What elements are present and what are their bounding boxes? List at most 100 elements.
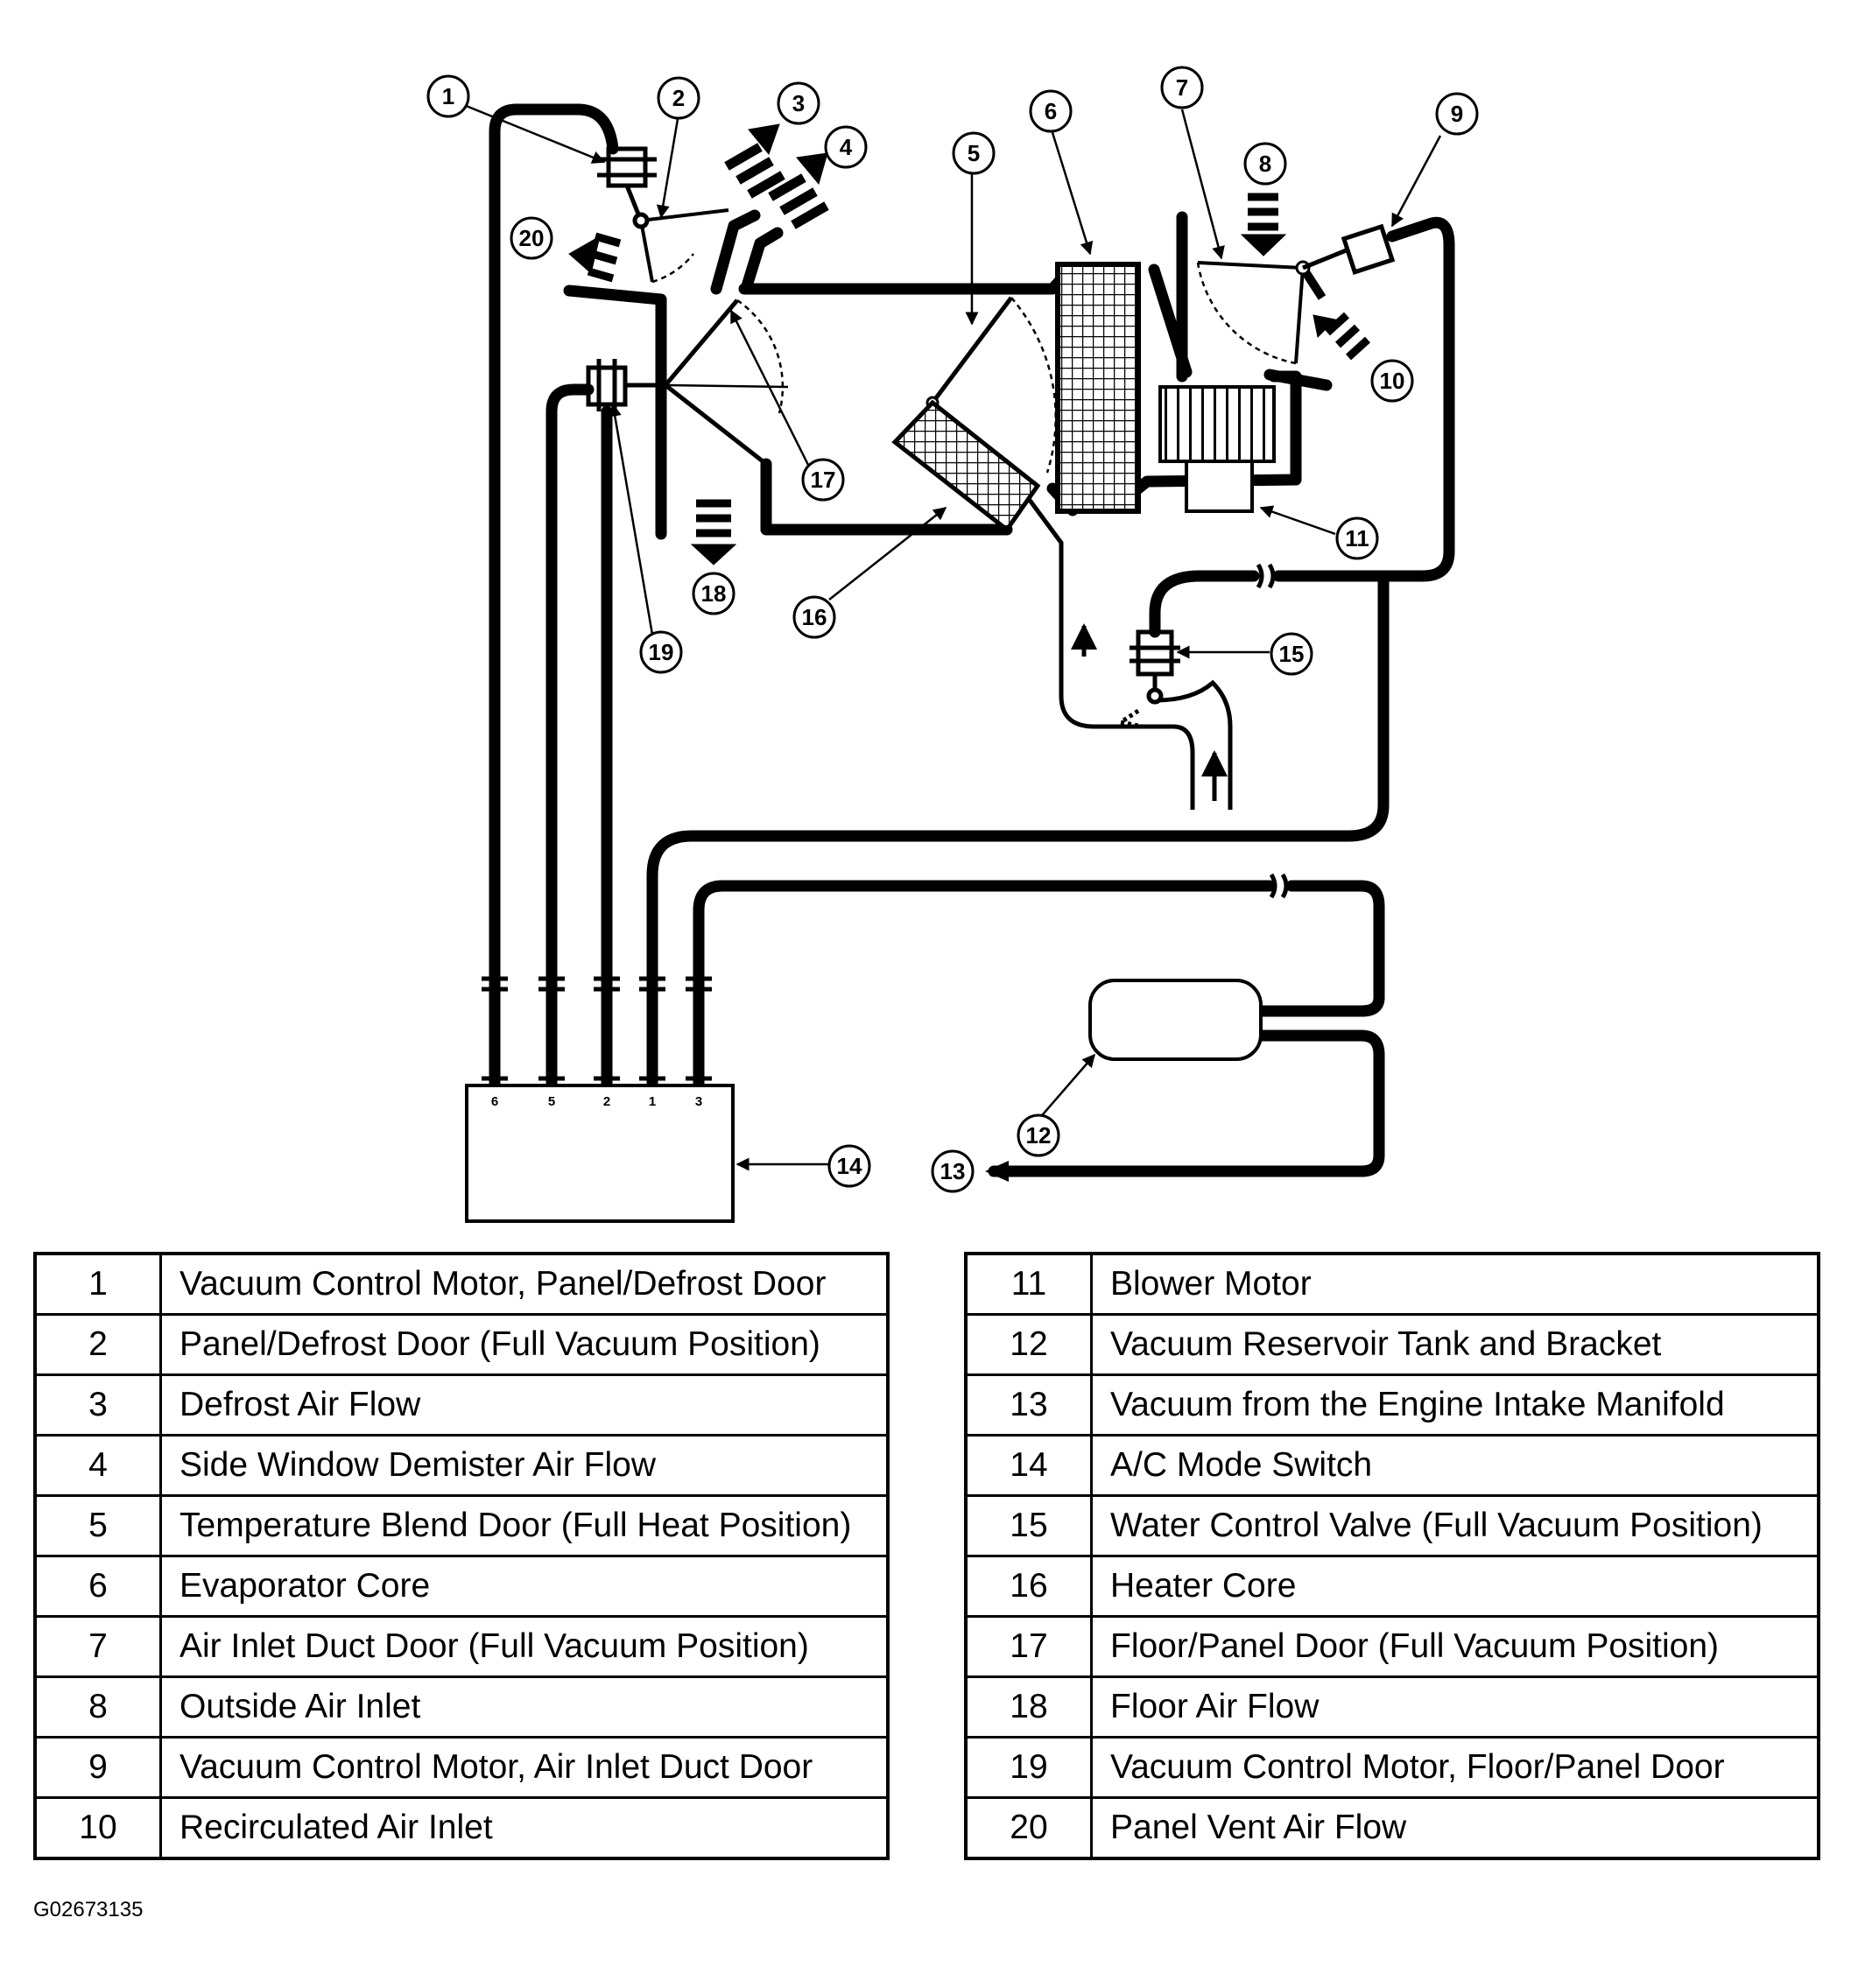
callout-12: 12: [1026, 1122, 1052, 1149]
legend-number: 11: [964, 1252, 1093, 1316]
legend-number: 1: [33, 1252, 162, 1316]
callout-10: 10: [1380, 368, 1405, 394]
legend-description: Vacuum Control Motor, Panel/Defrost Door: [159, 1252, 890, 1316]
legend-description: Temperature Blend Door (Full Heat Positi…: [159, 1494, 890, 1557]
legend-description: Heater Core: [1090, 1555, 1820, 1618]
leader-lines: [463, 103, 1442, 1171]
legend-number: 9: [33, 1736, 162, 1799]
floor-panel-door: [662, 299, 789, 466]
legend-description: Blower Motor: [1090, 1252, 1820, 1316]
vacuum-motor-floor-panel: [586, 359, 665, 411]
water-control-valve: [1026, 497, 1233, 810]
legend-description: Water Control Valve (Full Vacuum Positio…: [1090, 1494, 1820, 1557]
air-inlet-duct-door: [1196, 260, 1327, 365]
callout-circles: [426, 66, 1479, 1193]
figure-code: G02673135: [33, 1898, 144, 1921]
legend-number: 2: [33, 1313, 162, 1376]
legend-number: 13: [964, 1373, 1093, 1437]
callout-3: 3: [792, 90, 805, 116]
switch-port-label: 1: [649, 1094, 656, 1109]
evaporator-core: [1055, 262, 1141, 514]
callout-20: 20: [519, 225, 545, 251]
callout-8: 8: [1259, 151, 1271, 177]
callout-19: 19: [649, 639, 674, 665]
legend-description: Panel/Defrost Door (Full Vacuum Position…: [159, 1313, 890, 1376]
vacuum-system-diagram: 6 5 2 1 3: [426, 66, 1479, 1223]
legend-number: 4: [33, 1434, 162, 1497]
legend-number: 3: [33, 1373, 162, 1437]
vacuum-motor-air-inlet: [1302, 223, 1396, 275]
heater-core: [891, 399, 1041, 533]
air-flow-arrows: [568, 123, 1371, 565]
legend-number: 19: [964, 1736, 1093, 1799]
callout-4: 4: [840, 134, 853, 160]
callout-15: 15: [1279, 641, 1305, 667]
callout-9: 9: [1451, 101, 1463, 127]
legend-number: 6: [33, 1555, 162, 1618]
callout-2: 2: [672, 85, 685, 111]
legend-number: 8: [33, 1675, 162, 1739]
legend-number: 10: [33, 1796, 162, 1860]
callout-14: 14: [837, 1153, 862, 1179]
switch-port-label: 5: [548, 1094, 555, 1109]
callout-labels: 1 2 3 4 5 6 7 8 9 10 11 12 13 14 15 16 1…: [442, 74, 1463, 1184]
hose-connectors: [482, 563, 1289, 1081]
callout-7: 7: [1176, 74, 1188, 101]
vacuum-motor-panel-defrost: [597, 146, 657, 229]
legend-description: Vacuum Control Motor, Air Inlet Duct Doo…: [159, 1736, 890, 1799]
callout-6: 6: [1045, 98, 1057, 124]
legend-number: 20: [964, 1796, 1093, 1860]
panel-defrost-door: [639, 220, 654, 283]
legend-description: A/C Mode Switch: [1090, 1434, 1820, 1497]
blower-motor: [1158, 385, 1276, 513]
legend-description: Floor/Panel Door (Full Vacuum Position): [1090, 1615, 1820, 1678]
callout-13: 13: [940, 1158, 966, 1184]
switch-port-label: 6: [491, 1094, 498, 1109]
legend-number: 7: [33, 1615, 162, 1678]
switch-port-label: 3: [695, 1094, 702, 1109]
legend-number: 16: [964, 1555, 1093, 1618]
legend-description: Panel Vent Air Flow: [1090, 1796, 1820, 1860]
legend-description: Evaporator Core: [159, 1555, 890, 1618]
callout-18: 18: [701, 580, 727, 607]
legend-number: 5: [33, 1494, 162, 1557]
legend-number: 18: [964, 1675, 1093, 1739]
legend-description: Floor Air Flow: [1090, 1675, 1820, 1739]
callout-17: 17: [811, 467, 836, 493]
switch-port-label: 2: [603, 1094, 610, 1109]
legend-description: Vacuum from the Engine Intake Manifold: [1090, 1373, 1820, 1437]
legend-number: 14: [964, 1434, 1093, 1497]
legend-description: Vacuum Control Motor, Floor/Panel Door: [1090, 1736, 1820, 1799]
legend-description: Recirculated Air Inlet: [159, 1796, 890, 1860]
callout-1: 1: [442, 83, 454, 109]
legend-description: Outside Air Inlet: [159, 1675, 890, 1739]
legend-description: Defrost Air Flow: [159, 1373, 890, 1437]
legend-number: 15: [964, 1494, 1093, 1557]
legend-number: 12: [964, 1313, 1093, 1376]
callout-16: 16: [802, 604, 827, 630]
legend-description: Side Window Demister Air Flow: [159, 1434, 890, 1497]
legend-number: 17: [964, 1615, 1093, 1678]
callout-5: 5: [968, 140, 980, 166]
callout-11: 11: [1345, 525, 1369, 551]
legend-description: Air Inlet Duct Door (Full Vacuum Positio…: [159, 1615, 890, 1678]
